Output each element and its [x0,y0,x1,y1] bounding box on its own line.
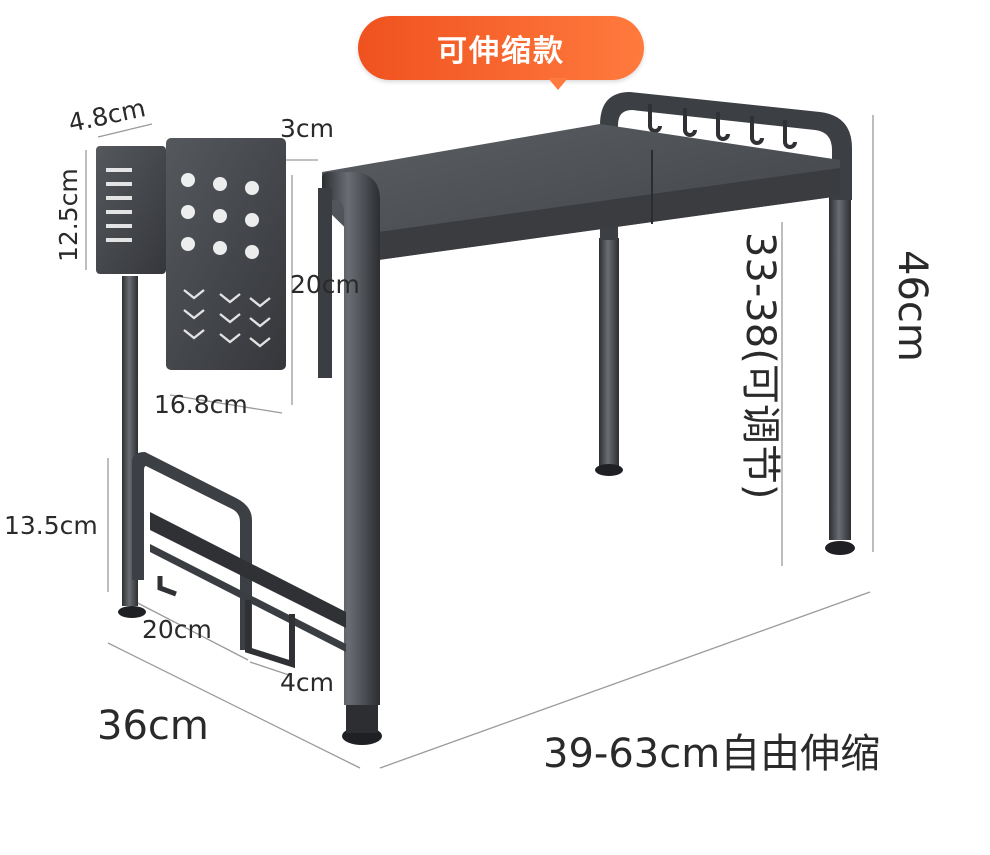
label-shelf-width: 39-63cm自由伸缩 [543,731,881,777]
utensil-holder [96,146,166,274]
cutting-board-panel [166,138,286,370]
label-board-width: 16.8cm [154,390,248,419]
shelf-top [322,124,840,260]
label-rack-depth: 20cm [142,615,212,644]
dimension-lines [85,115,874,769]
badge-pointer [548,78,568,90]
label-shelf-depth: 36cm [97,703,209,749]
back-legs [595,195,855,555]
telescopic-badge: 可伸缩款 [358,16,644,80]
label-board-gap: 3cm [280,114,335,143]
side-rack [118,276,346,669]
label-shelf-height: 46cm [889,250,935,362]
label-organizer-height: 12.5cm [54,168,83,262]
label-leg-height: 33-38(可调节) [737,232,783,500]
label-rack-height: 13.5cm [4,511,98,540]
label-rack-slot: 4cm [280,668,335,697]
label-board-height: 20cm [290,270,360,299]
front-frame [318,172,382,745]
hook-rail [600,92,852,240]
